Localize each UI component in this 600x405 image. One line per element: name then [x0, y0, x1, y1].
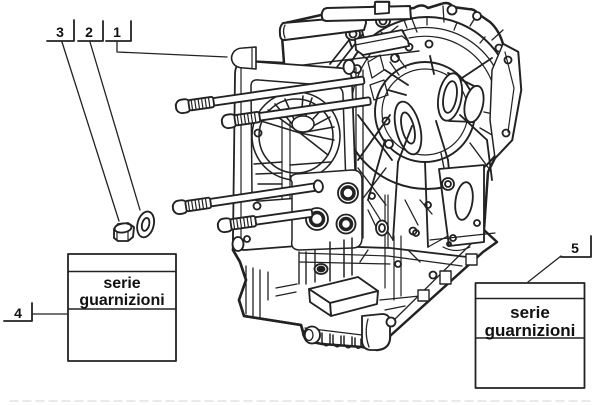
svg-text:guarnizioni: guarnizioni	[79, 292, 164, 309]
svg-text:4: 4	[14, 305, 22, 321]
svg-text:serie: serie	[510, 303, 550, 322]
svg-text:guarnizioni: guarnizioni	[485, 321, 576, 340]
svg-text:3: 3	[56, 24, 64, 40]
svg-text:serie: serie	[103, 275, 140, 292]
svg-text:5: 5	[571, 240, 579, 256]
svg-text:2: 2	[85, 24, 93, 40]
svg-text:1: 1	[113, 24, 121, 40]
